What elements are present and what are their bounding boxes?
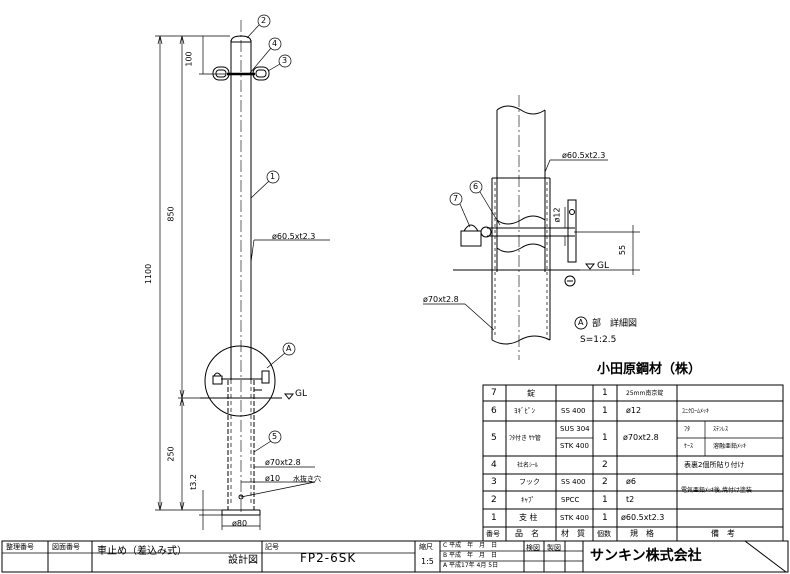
label-detail-sleeve: ø70xt2.8 — [423, 295, 459, 304]
post-elevation — [200, 20, 295, 516]
row5-no: 5 — [491, 433, 497, 443]
row3-no: 3 — [491, 477, 497, 487]
leaders — [240, 14, 608, 498]
row5-name: ﾌﾀ付き ｻﾔ管 — [509, 435, 541, 442]
balloon-4: 4 — [272, 39, 278, 48]
row6-no: 6 — [491, 406, 497, 416]
label-hole: ø10 — [265, 474, 281, 483]
label-detail-pipe-top: ø60.5xt2.3 — [562, 151, 606, 160]
row3-spec: ø6 — [626, 477, 636, 486]
row7-qty: 1 — [602, 388, 608, 398]
row4-name: 社名ｼｰﾙ — [517, 462, 539, 469]
row2-material: SPCC — [561, 496, 580, 504]
dim-250: 250 — [166, 446, 176, 462]
row3-qty: 2 — [602, 477, 608, 487]
row4-qty: 2 — [602, 460, 608, 470]
row5-note-a: ﾌﾀ — [684, 426, 691, 433]
row1-material: STK 400 — [560, 514, 589, 522]
label-pipe-sleeve: ø70xt2.8 — [265, 458, 301, 467]
drawing-name: 車止め（差込み式） — [97, 546, 187, 557]
detail-a — [453, 95, 640, 360]
row6-spec: ø12 — [626, 406, 642, 415]
detail-scale: S=1:2.5 — [580, 335, 617, 345]
row4-no: 4 — [491, 460, 497, 470]
row3-note: 電気亜鉛ﾒｯｷ後,焼付け塗装 — [681, 487, 752, 494]
label-hole-note: 水抜き穴 — [293, 475, 321, 483]
dim-850: 850 — [166, 206, 176, 222]
row6-note: ﾕﾆｸﾛｰﾑﾒｯｷ — [682, 408, 710, 415]
balloon-3: 3 — [282, 56, 288, 65]
row4-note: 表裏2個所貼り付け — [684, 461, 745, 469]
row7-name: 錠 — [527, 389, 535, 398]
label-pipe-main: ø60.5xt2.3 — [272, 232, 316, 241]
balloon-a: A — [286, 344, 292, 353]
balloon-2: 2 — [261, 16, 267, 25]
row2-qty: 1 — [602, 495, 608, 505]
balloon-7: 7 — [453, 194, 459, 203]
reg-no-label: 整理番号 — [6, 543, 34, 551]
dim-55: 55 — [618, 244, 628, 256]
rev-a: A 平成17年 4月 5日 — [443, 562, 499, 569]
row5-material: SUS 304 — [560, 425, 590, 433]
balloon-5: 5 — [272, 432, 278, 441]
row1-spec: ø60.5xt2.3 — [621, 513, 665, 522]
row6-qty: 1 — [602, 406, 608, 416]
row2-spec: t2 — [626, 495, 635, 504]
header-spec: 規 格 — [630, 529, 654, 538]
row6-name: ﾖｷﾞﾋﾟﾝ — [514, 407, 535, 415]
drawing-code: FP2-6SK — [300, 551, 357, 565]
row5-qty: 1 — [602, 433, 608, 443]
balloon-detail-a: A — [578, 318, 584, 327]
label-gl-left: GL — [295, 389, 307, 399]
row7-no: 7 — [491, 388, 497, 398]
check-label: 検図 — [526, 544, 540, 552]
row6-material: SS 400 — [561, 407, 586, 415]
header-no: 番号 — [486, 530, 500, 538]
drawing-kind: 設計図 — [228, 555, 258, 566]
dim-1100: 1100 — [144, 263, 154, 285]
drawing-no-label: 図面番号 — [52, 543, 80, 551]
dimension-lines — [155, 35, 261, 530]
scale-label: 縮尺 — [419, 543, 433, 551]
scale-value: 1:5 — [421, 557, 434, 566]
row3-name: フック — [519, 478, 540, 486]
dim-12: ø12 — [552, 207, 562, 223]
label-gl-detail: GL — [597, 261, 609, 271]
row3-material: SS 400 — [561, 478, 586, 486]
balloon-1: 1 — [270, 172, 276, 181]
dim-80: ø80 — [232, 519, 248, 528]
draft-label: 製図 — [547, 544, 561, 552]
company-name: サンキン株式会社 — [590, 548, 702, 564]
detail-title: 部 詳細図 — [592, 319, 638, 329]
row2-no: 2 — [491, 495, 497, 505]
header-name: 品 名 — [515, 529, 539, 538]
rev-b: B 平成 年 月 日 — [443, 552, 498, 559]
parts-table-grid — [482, 384, 784, 542]
rev-c: C 平成 年 月 日 — [443, 542, 498, 549]
row7-spec: 25mm南京錠 — [626, 390, 664, 397]
row1-no: 1 — [491, 513, 497, 523]
row1-qty: 1 — [602, 513, 608, 523]
code-label: 記号 — [265, 543, 279, 551]
row5-note-c: ｹｰｽ — [684, 443, 694, 450]
header-note: 備 考 — [711, 529, 735, 538]
row5-note-d: 溶融亜鉛ﾒｯｷ — [713, 443, 747, 450]
maker-name: 小田原鋼材（株） — [597, 362, 702, 377]
row1-name: 支 柱 — [519, 513, 538, 522]
title-block-grid — [1, 540, 789, 573]
row5-spec: ø70xt2.8 — [623, 433, 659, 442]
dim-100: 100 — [184, 51, 194, 67]
dim-t32: t3.2 — [188, 474, 198, 490]
row5-material2: STK 400 — [560, 442, 589, 450]
row5-note-b: ｽﾃﾝﾚｽ — [713, 426, 729, 433]
header-qty: 個数 — [597, 530, 611, 538]
row2-name: ｷｬﾌﾟ — [521, 496, 535, 504]
balloon-6: 6 — [473, 182, 479, 191]
header-material: 材 質 — [561, 529, 585, 538]
